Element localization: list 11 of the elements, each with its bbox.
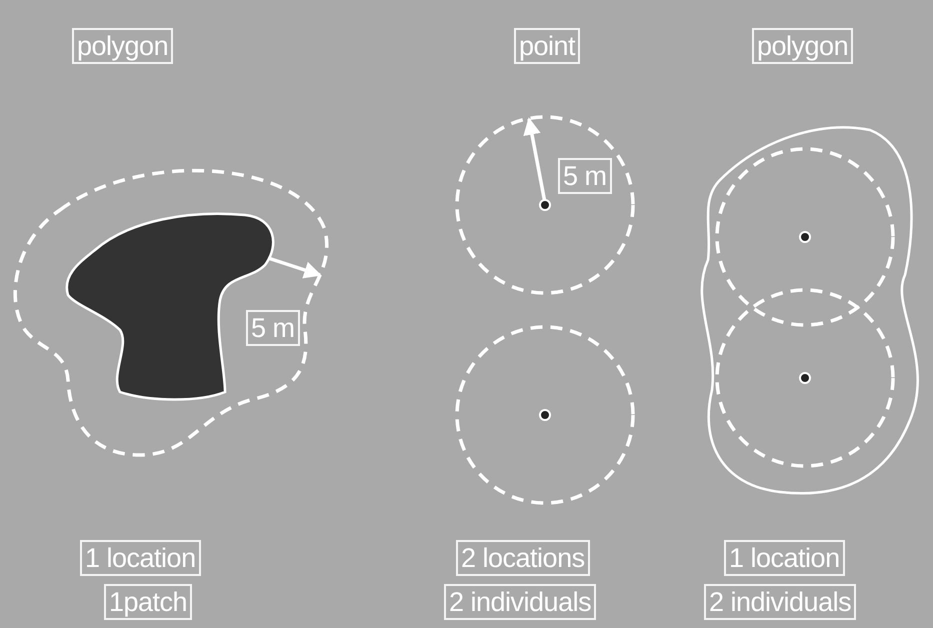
count-label: 2 individuals [704, 584, 856, 620]
count-label: 1 location [724, 540, 845, 576]
distance-label: 5 m [246, 310, 300, 346]
type-label: polygon [72, 28, 174, 64]
count-label: 2 locations [456, 540, 590, 576]
type-label: polygon [752, 28, 854, 64]
count-label: 2 individuals [444, 584, 596, 620]
distance-label: 5 m [558, 158, 612, 194]
count-label: 1 location [80, 540, 201, 576]
type-label: point [514, 28, 580, 64]
count-label: 1patch [104, 584, 192, 620]
